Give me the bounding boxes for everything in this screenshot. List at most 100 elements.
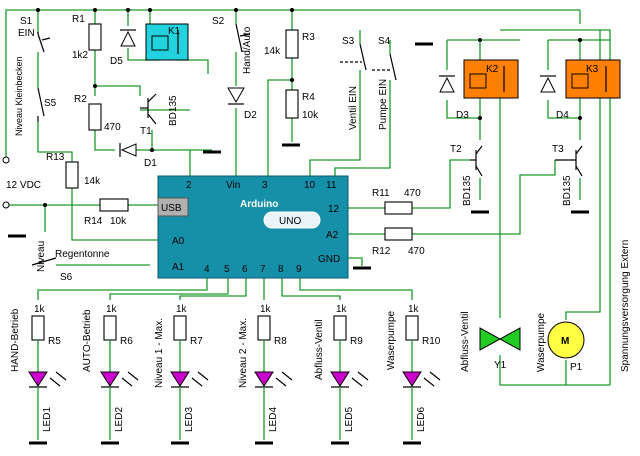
wiring <box>5 9 611 386</box>
pin-11: 11 <box>326 180 337 191</box>
supply-label: 12 VDC <box>6 180 41 191</box>
r2-name: R2 <box>74 94 87 105</box>
pin-2: 2 <box>186 180 192 191</box>
r1-name: R1 <box>72 14 85 25</box>
t1-name: T1 <box>140 126 152 137</box>
pin-12: 12 <box>328 204 340 215</box>
pin-a1: A1 <box>172 262 185 273</box>
relay-k1: K1 <box>145 23 189 61</box>
resistor-r2: R2 470 <box>74 94 121 133</box>
p1-label: Waserpumpe <box>536 312 547 372</box>
led-2: AUTO-Betrieb LED2 <box>82 309 139 440</box>
y1-label: Abfluss-Ventil <box>460 311 471 372</box>
resistor-r8: 1k R8 <box>257 304 287 347</box>
switch-s2: S2 Hand/Auto <box>212 16 253 74</box>
resistor-r12: R12 470 <box>372 227 425 257</box>
led1-label: HAND-Betrieb <box>10 308 21 372</box>
k3-label: K3 <box>586 64 599 75</box>
r10-value: 1k <box>408 304 420 315</box>
transistor-t3: T3 BD135 <box>552 144 583 206</box>
r10-name: R10 <box>422 336 441 347</box>
resistor-r14: R14 10k <box>84 198 129 227</box>
diode-d1: D1 <box>119 143 157 169</box>
s1-function: EIN <box>18 28 35 39</box>
resistor-r10: 1k R10 <box>405 304 441 347</box>
supply-terminal-plus <box>2 156 10 164</box>
d3-label: D3 <box>456 110 469 121</box>
supply-terminal-minus <box>2 201 10 209</box>
k1-label: K1 <box>168 26 181 37</box>
led3-label: Niveau 1 - Max. <box>154 318 165 388</box>
pin-gnd: GND <box>318 254 340 265</box>
ground-symbols <box>8 42 589 445</box>
resistor-r13: R13 14k <box>46 152 101 189</box>
resistor-r9: 1k R9 <box>333 304 363 347</box>
s4-function: Pumpe EIN <box>378 79 389 130</box>
resistor-r5: 1k R5 <box>31 304 61 347</box>
r1-value: 1k2 <box>72 50 89 61</box>
s6-function-side: Niveau <box>36 241 47 272</box>
r14-name: R14 <box>84 216 103 227</box>
arduino-model: UNO <box>279 216 301 227</box>
t2-type: BD135 <box>462 175 473 206</box>
switch-s5: S5 Niveau Kleinbecken <box>14 56 57 136</box>
s3-name: S3 <box>342 36 355 47</box>
r12-value: 470 <box>408 246 425 257</box>
led-6: Waserpumpe LED6 <box>386 310 441 440</box>
led-4: Niveau 2 - Max. LED4 <box>238 318 293 440</box>
resistor-r1: R1 1k2 <box>72 14 102 61</box>
resistor-r3: R3 14k <box>264 29 315 59</box>
pin-10: 10 <box>304 180 316 191</box>
t3-name: T3 <box>552 144 564 155</box>
transistor-t1: T1 BD135 <box>140 93 179 137</box>
r11-name: R11 <box>372 188 390 199</box>
d4-label: D4 <box>556 110 569 121</box>
r13-value: 14k <box>84 176 101 187</box>
r5-value: 1k <box>34 304 46 315</box>
led6-name: LED6 <box>416 407 427 432</box>
pin-9: 9 <box>296 264 302 275</box>
r7-name: R7 <box>190 336 203 347</box>
pin-4: 4 <box>204 264 210 275</box>
switch-s4: S4 Pumpe EIN <box>372 36 397 130</box>
r6-value: 1k <box>106 304 118 315</box>
pin-8: 8 <box>278 264 284 275</box>
s3-function: Ventil EIN <box>348 86 359 130</box>
led-3: Niveau 1 - Max. LED3 <box>154 318 209 440</box>
resistor-r7: 1k R7 <box>173 304 203 347</box>
s2-function: Hand/Auto <box>242 26 253 74</box>
r8-value: 1k <box>260 304 272 315</box>
motor-symbol: M <box>561 336 569 347</box>
r12-name: R12 <box>372 246 391 257</box>
switch-s3: S3 Ventil EIN <box>340 36 367 130</box>
led5-name: LED5 <box>344 407 355 432</box>
t3-type: BD135 <box>562 175 573 206</box>
led4-label: Niveau 2 - Max. <box>238 318 249 388</box>
led-5: Abfluss-Ventil LED5 <box>314 319 369 440</box>
r8-name: R8 <box>274 336 287 347</box>
pin-6: 6 <box>242 264 248 275</box>
s5-name: S5 <box>44 98 57 109</box>
arduino-board: USB Arduino UNO 2 Vin 3 10 11 12 A2 GND … <box>157 175 349 279</box>
junction-dots <box>36 8 582 207</box>
r11-value: 470 <box>404 188 421 199</box>
relay-k3: K3 <box>565 59 621 99</box>
s4-name: S4 <box>378 36 391 47</box>
pin-7: 7 <box>260 264 266 275</box>
t2-name: T2 <box>450 144 462 155</box>
relay-k2: K2 <box>463 59 519 99</box>
led6-label: Waserpumpe <box>386 310 397 370</box>
r3-value: 14k <box>264 46 281 57</box>
s6-function-top: Regentonne <box>55 249 110 260</box>
led2-label: AUTO-Betrieb <box>82 309 93 372</box>
led3-name: LED3 <box>184 407 195 432</box>
diode-d2: D2 <box>227 87 257 121</box>
usb-port: USB <box>161 203 182 214</box>
motor-p1: M P1 Waserpumpe <box>536 312 585 373</box>
pin-a0: A0 <box>172 236 185 247</box>
s6-name: S6 <box>60 272 73 283</box>
r3-name: R3 <box>302 32 315 43</box>
r13-name: R13 <box>46 152 65 163</box>
switch-s6: Regentonne S6 Niveau <box>31 241 110 283</box>
